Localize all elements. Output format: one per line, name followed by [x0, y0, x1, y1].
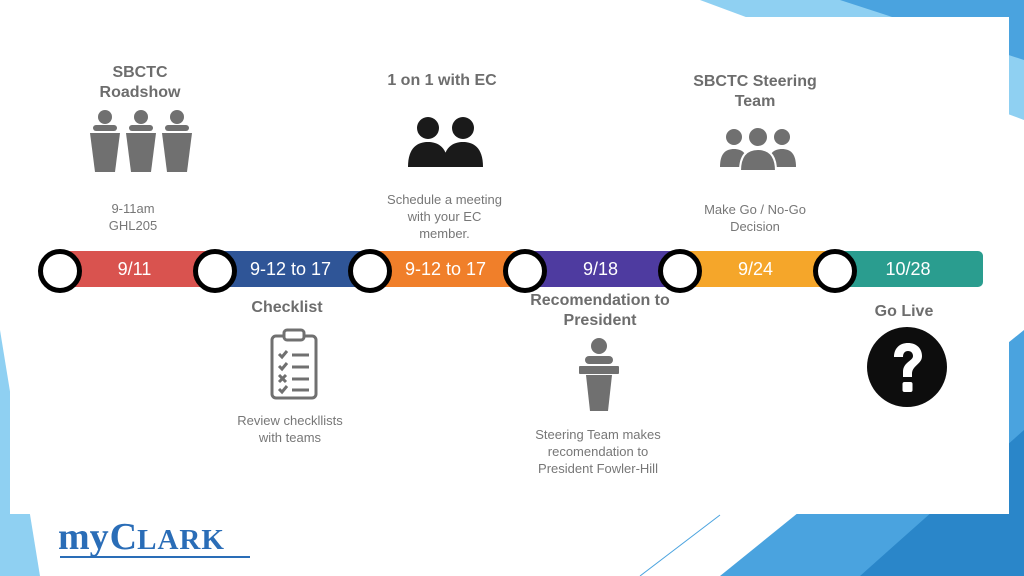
people-at-podiums-icon	[90, 110, 192, 172]
timeline-node-3	[348, 249, 392, 293]
milestone-desc-roadshow: 9-11am GHL205	[108, 201, 158, 233]
milestone-title-ec-meeting: 1 on 1 with EC	[387, 72, 497, 89]
milestone-title-roadshow: SBCTC Roadshow	[99, 64, 181, 101]
timeline-segment-2: 9-12 to 17	[213, 251, 368, 287]
timeline-segment-1: 9/11	[56, 251, 213, 287]
logo-text-c: C	[109, 516, 138, 558]
timeline-segment-5: 9/24	[678, 251, 833, 287]
group-of-people-icon	[720, 127, 796, 171]
timeline-date-6: 10/28	[885, 259, 931, 279]
milestone-desc-steering-team: Make Go / No-Go Decision	[704, 202, 806, 234]
timeline-segment-4: 9/18	[523, 251, 678, 287]
timeline-segment-3: 9-12 to 17	[368, 251, 523, 287]
milestone-title-go-live: Go Live	[874, 303, 934, 320]
timeline-date-4: 9/18	[582, 259, 619, 279]
timeline-date-2: 9-12 to 17	[249, 259, 332, 279]
timeline-segment-6: 10/28	[833, 251, 983, 287]
clipboard-checklist-icon	[270, 328, 318, 400]
logo-text-my: my	[58, 516, 109, 558]
timeline-node-5	[658, 249, 702, 293]
milestone-title-recommendation: Recomendation to President	[530, 292, 670, 329]
myclark-logo: myCLARK	[58, 515, 225, 559]
two-people-icon	[408, 117, 483, 167]
milestone-desc-checklist: Review checkllists with teams	[237, 413, 343, 445]
timeline-date-5: 9/24	[737, 259, 774, 279]
timeline-node-2	[193, 249, 237, 293]
timeline-node-1	[38, 249, 82, 293]
timeline-bar: 9/11 9-12 to 17 9-12 to 17 9/18 9/24 10/…	[36, 246, 986, 293]
milestone-title-steering-team: SBCTC Steering Team	[693, 73, 817, 110]
timeline-date-3: 9-12 to 17	[404, 259, 487, 279]
question-mark-icon	[867, 327, 947, 407]
milestone-title-checklist: Checklist	[251, 299, 323, 316]
logo-text-lark: LARK	[137, 524, 225, 556]
timeline-date-1: 9/11	[117, 259, 152, 279]
milestone-desc-ec-meeting: Schedule a meeting with your EC member.	[387, 192, 502, 241]
person-at-podium-icon	[579, 338, 619, 411]
timeline-node-4	[503, 249, 547, 293]
timeline-node-6	[813, 249, 857, 293]
milestone-desc-recommendation: Steering Team makes recomendation to Pre…	[535, 427, 661, 476]
logo-underline	[60, 556, 250, 558]
